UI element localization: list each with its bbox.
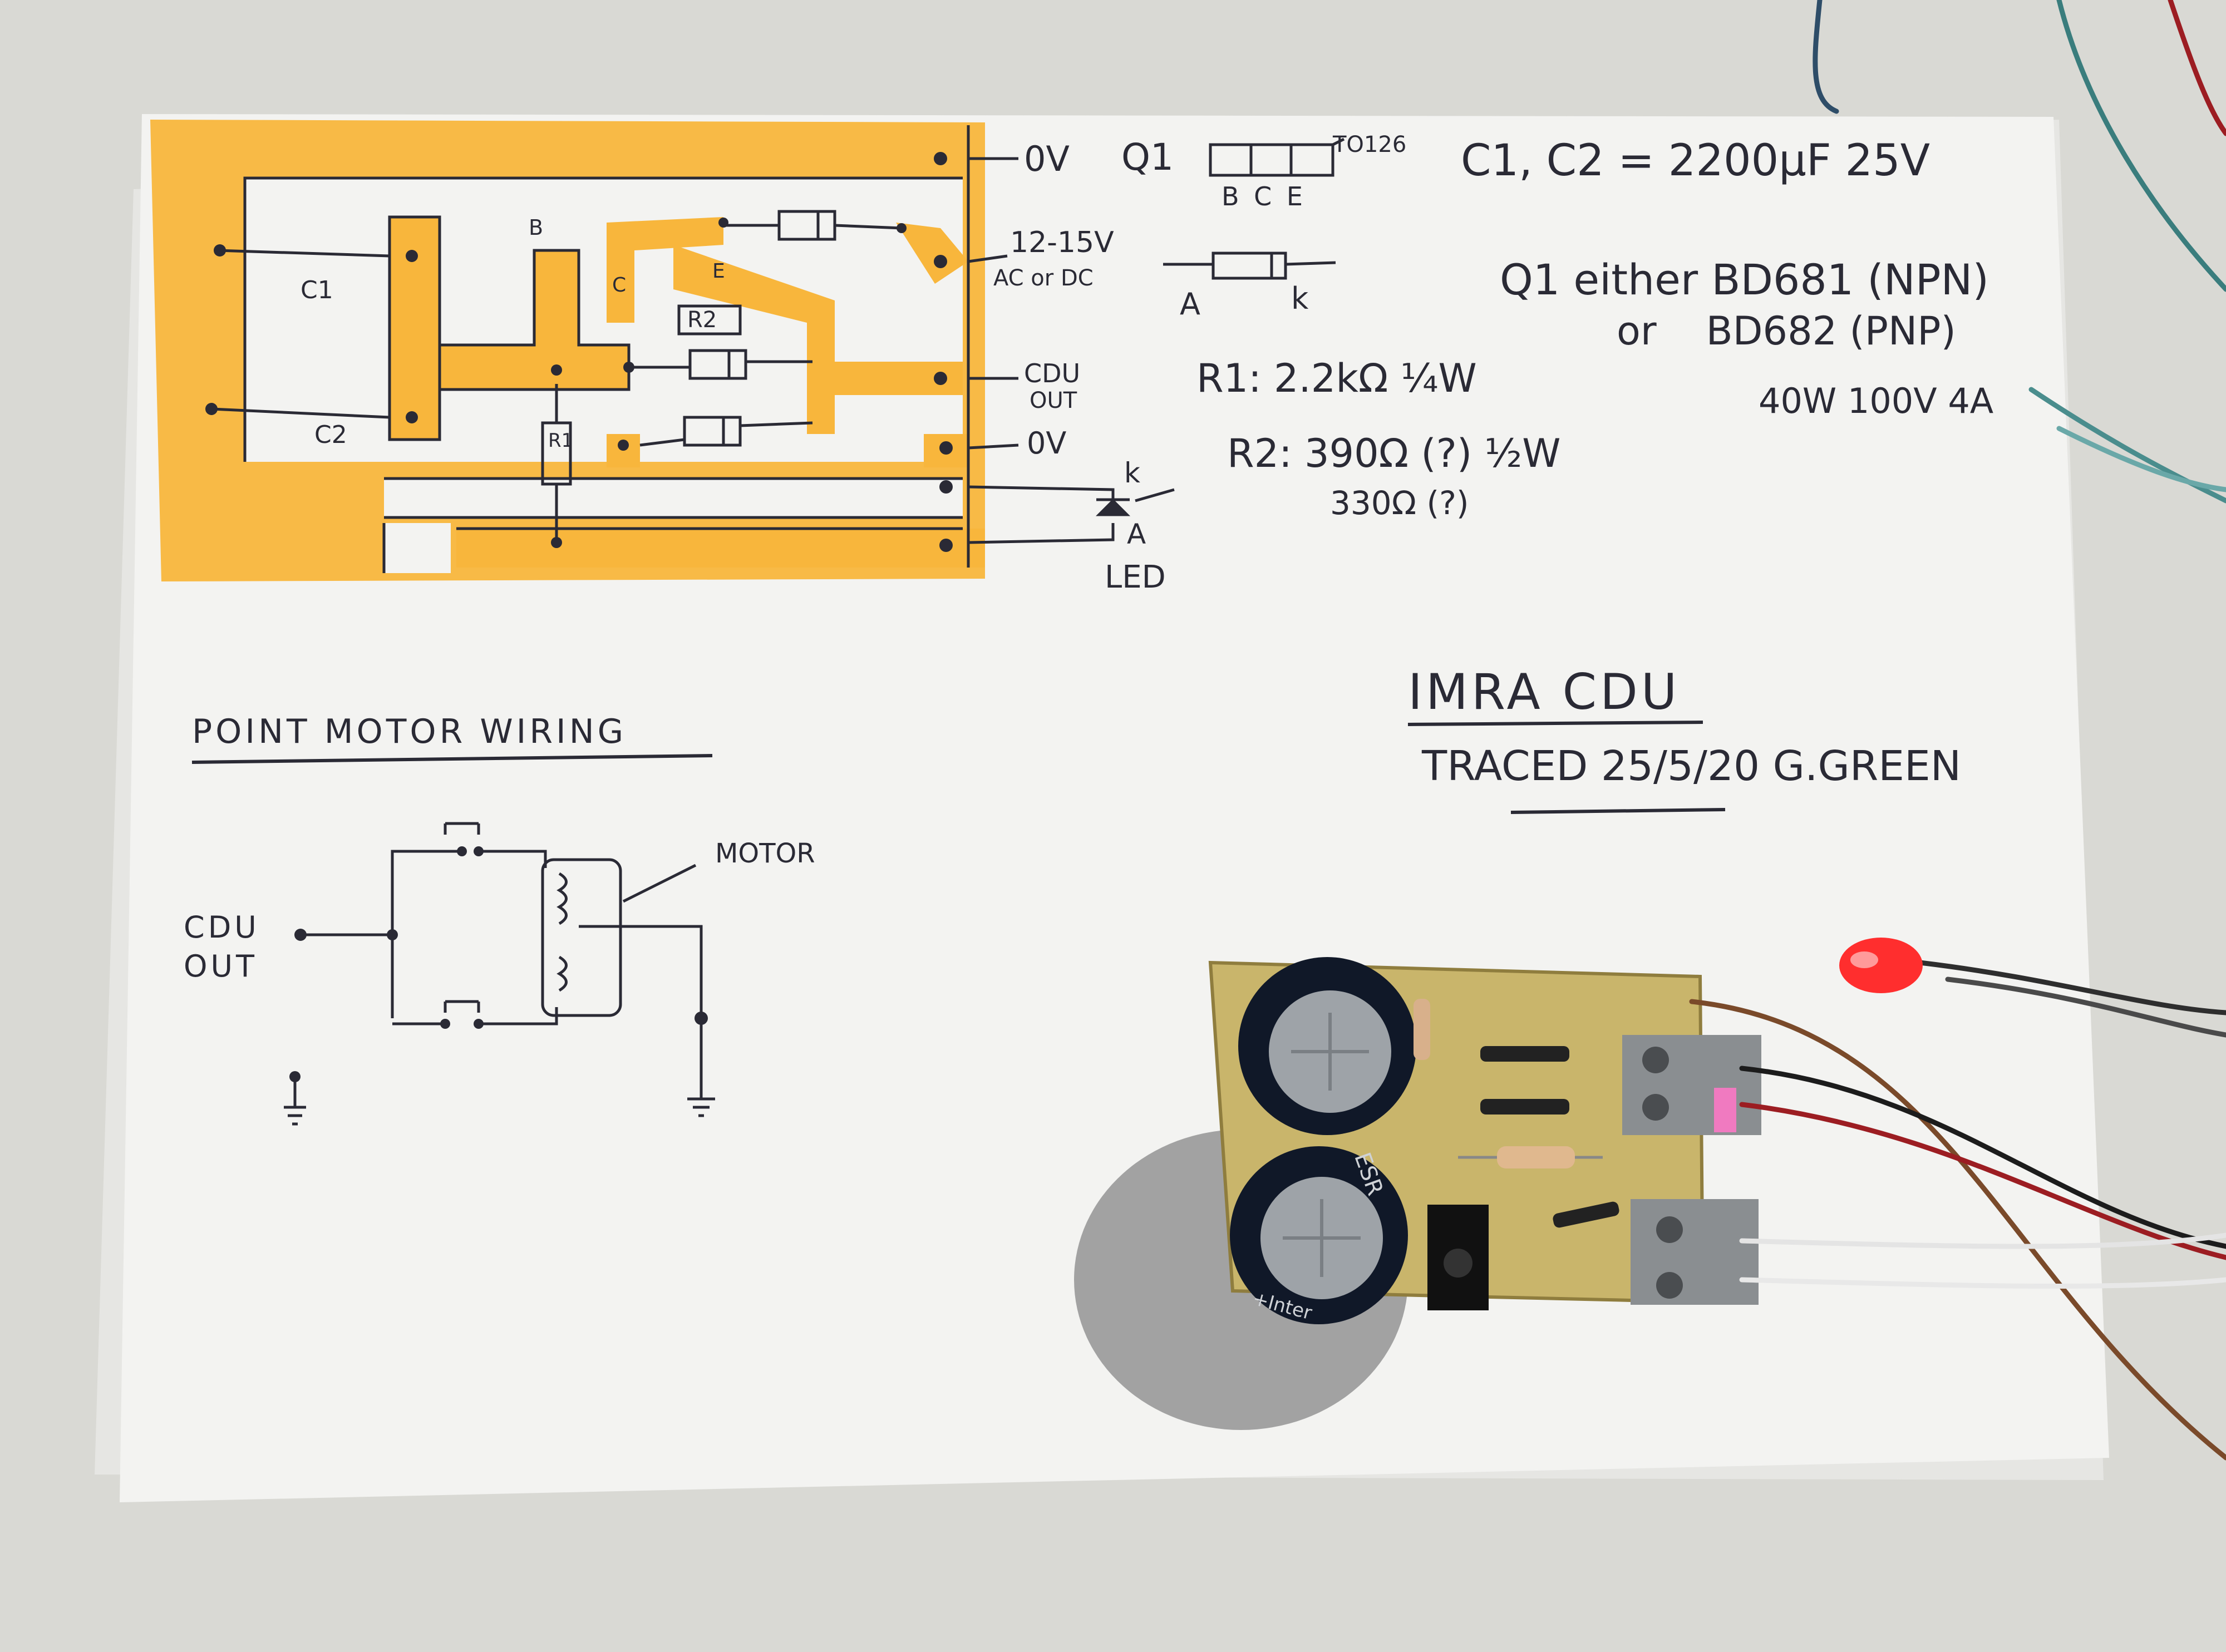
rail-0v-top: 0V	[1024, 139, 1070, 179]
led-anode: A	[1127, 518, 1146, 550]
supply-label: 12-15V	[1010, 226, 1114, 259]
traced-line: TRACED 25/5/20 G.GREEN	[1422, 742, 1962, 790]
note-r2-alt: 330Ω (?)	[1330, 484, 1469, 522]
led-symbol-icon	[1095, 488, 1175, 516]
cdu-circuit-board	[1208, 957, 1761, 1324]
terminal-block-top	[1622, 1035, 1761, 1135]
board-label-r2: R2	[687, 307, 717, 333]
q1-package-drawing	[1209, 137, 1345, 177]
motor-wiring-heading: POINT MOTOR WIRING	[192, 712, 627, 751]
diode-symbol-icon	[1163, 252, 1336, 280]
board-label-c2: C2	[314, 421, 347, 449]
board-label-e: E	[712, 260, 725, 283]
diode-3	[1553, 1201, 1619, 1228]
diode-anode: A	[1180, 287, 1200, 322]
board-label-b: B	[529, 215, 544, 240]
pcb-layout-drawing	[150, 120, 1175, 581]
diode-2	[1480, 1099, 1569, 1115]
note-q1-line1: Q1 either BD681 (NPN)	[1500, 255, 1989, 304]
note-capacitors: C1, C2 = 2200µF 25V	[1461, 136, 1930, 186]
q1-pins: B C E	[1222, 181, 1306, 211]
cdu-out-line1: CDU	[1024, 358, 1081, 388]
led-component	[1839, 938, 1923, 993]
resistor-r2	[1497, 1146, 1575, 1168]
led-label: LED	[1105, 559, 1166, 595]
resistor-small	[1414, 999, 1430, 1060]
note-r2: R2: 390Ω (?) ½W	[1227, 431, 1561, 476]
board-label-r1: R1	[548, 430, 574, 452]
motor-label: MOTOR	[715, 838, 815, 869]
capacitor-c1	[1238, 957, 1416, 1135]
board-label-c: C	[612, 274, 627, 297]
capacitor-c2	[1230, 1146, 1408, 1324]
motor-wiring-schematic	[284, 822, 715, 1126]
cdu-out-line2: OUT	[1030, 388, 1077, 413]
q1-label: Q1	[1121, 136, 1174, 179]
wires	[1689, 0, 2226, 1461]
terminal-block-bottom	[1631, 1199, 1759, 1305]
rail-0v-lower: 0V	[1027, 426, 1067, 461]
led-cathode: k	[1124, 457, 1140, 489]
motor-cdu-line2: OUT	[184, 949, 258, 984]
diode-1	[1480, 1046, 1569, 1062]
title: IMRA CDU	[1408, 663, 1681, 721]
note-r1: R1: 2.2kΩ ¼W	[1196, 356, 1477, 401]
note-q1-rating: 40W 100V 4A	[1759, 381, 1994, 421]
q1-package: TO126	[1333, 132, 1407, 157]
board-label-c1: C1	[301, 276, 333, 304]
supply-type: AC or DC	[993, 265, 1094, 291]
note-q1-line2: or BD682 (PNP)	[1617, 308, 1956, 354]
motor-cdu-line1: CDU	[184, 910, 260, 945]
diode-cathode: k	[1291, 281, 1309, 316]
